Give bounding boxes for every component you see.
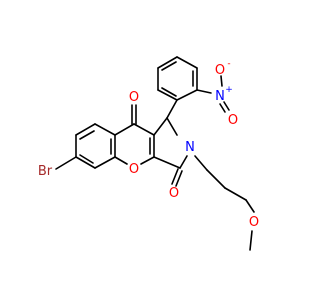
bond — [157, 89, 178, 101]
bond — [176, 56, 198, 69]
bond — [176, 89, 198, 101]
bond — [166, 99, 178, 119]
bond — [166, 117, 178, 136]
charge-label-n-nitro: + — [225, 85, 233, 95]
bond — [55, 156, 77, 170]
atom-label-o-nitro-bottom: O — [228, 113, 238, 128]
bond — [175, 170, 183, 187]
atom-label-n-nitro: N — [215, 89, 225, 104]
bond — [94, 156, 116, 169]
atom-label-o-nitro-top: O — [215, 63, 225, 78]
atom-label-o-amide: O — [169, 186, 179, 201]
bond — [114, 123, 135, 136]
bond — [153, 117, 168, 136]
bond — [219, 103, 226, 113]
atom-label-br: Br — [38, 164, 53, 179]
bond — [161, 87, 177, 97]
bond — [171, 168, 179, 185]
atom-label-o-methoxy: O — [249, 215, 259, 230]
bond — [79, 154, 94, 164]
bond — [153, 156, 181, 169]
atom-label-o-ketone: O — [129, 90, 139, 105]
bond — [114, 156, 128, 165]
structure-canvas: Br O O O N O N + O - O — [37, 56, 260, 251]
bond — [157, 56, 178, 69]
bond — [133, 123, 155, 136]
bond — [179, 155, 188, 169]
bond — [140, 156, 155, 165]
bond — [224, 187, 247, 201]
molecule-diagram: Br O O O N O N + O - O — [38, 56, 259, 251]
bond — [75, 156, 96, 169]
bond — [245, 199, 255, 213]
charge-label-o-nitro-top: - — [227, 59, 230, 69]
bond — [161, 61, 177, 71]
bond — [206, 169, 226, 189]
bonds — [55, 56, 255, 251]
bond — [94, 123, 116, 136]
bond — [79, 130, 95, 140]
atom-label-o-ring: O — [129, 162, 139, 177]
bond — [220, 75, 223, 87]
bond — [223, 101, 230, 111]
bond — [249, 230, 253, 251]
bond — [194, 155, 208, 171]
bond — [75, 123, 96, 136]
bond — [196, 89, 212, 94]
atom-label-n-ring: N — [185, 140, 195, 155]
atom-labels: Br O O O N O N + O - O — [38, 59, 259, 230]
